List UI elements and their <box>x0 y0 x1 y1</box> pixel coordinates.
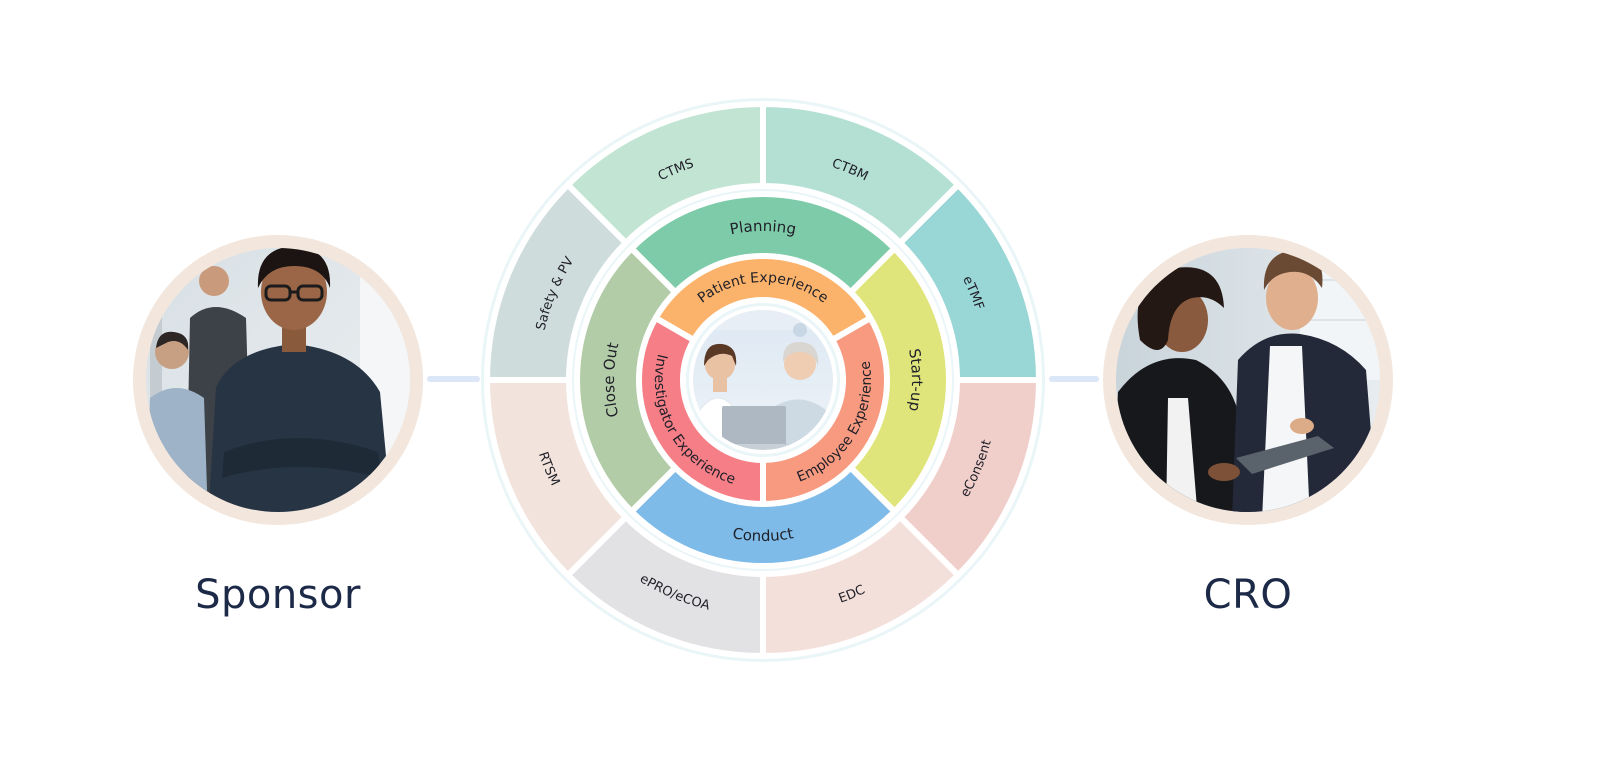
inner-segment-patient <box>652 253 874 343</box>
inner-segment-employee <box>760 315 890 507</box>
middle-label-planning: Planning <box>728 217 797 238</box>
cro-photo <box>1103 235 1393 525</box>
sponsor-photo <box>133 235 423 525</box>
middle-label-conduct: Conduct <box>731 524 795 545</box>
outer-segment-safety <box>484 181 629 383</box>
middle-label-startup: Start-up <box>905 347 926 413</box>
cro-label: CRO <box>1203 572 1293 618</box>
center-photo <box>689 306 837 454</box>
sponsor-label: Sponsor <box>195 572 361 618</box>
middle-label-closeout: Close Out <box>600 341 622 419</box>
inner-segment-investigator <box>636 315 766 507</box>
